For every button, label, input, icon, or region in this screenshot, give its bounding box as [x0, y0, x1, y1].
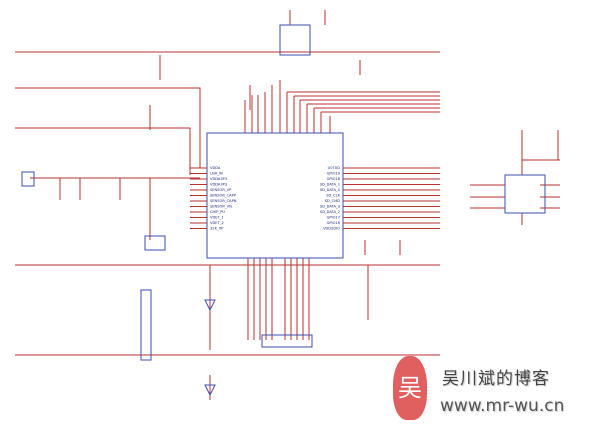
pin-label: SD_DATA_1 [320, 183, 340, 187]
pin-label: SENSOR_CAPP [210, 194, 237, 198]
right-pin-labels: U0TXD GPIO19GPIO18SD_DATA_1SD_DATA_0SD_CL… [320, 166, 440, 231]
pin-label: VDET_1 [210, 216, 224, 220]
pin-label: U0TXD [328, 166, 341, 170]
pin-label: SENSOR_CAPN [210, 199, 237, 203]
components [21, 24, 546, 397]
flash-chip-u2 [504, 174, 546, 214]
pin-label: VDET_2 [210, 221, 224, 225]
pin-label: SD_DATA_3 [320, 205, 340, 209]
pin-label: GPIO19 [327, 172, 341, 176]
pin-label: VDDA [210, 166, 221, 170]
pin-label: VDDA3P3 [210, 177, 227, 181]
pin-label: GPIO17 [327, 216, 340, 220]
pin-label: SD_CMD [325, 199, 340, 203]
connector [140, 289, 152, 361]
pin-label: CHIP_PU [210, 210, 225, 214]
pin-label: SENSOR_VN [210, 205, 232, 209]
watermark-url: www.mr-wu.cn [440, 396, 565, 416]
pin-label: VDDSDIO [323, 227, 340, 231]
cap-array-1 [144, 235, 166, 251]
left-pin-labels: VDDALNA_INVDDA3P3VDDA3P3SENSOR_VPSENSOR_… [190, 166, 237, 231]
pin-label: GPIO18 [327, 177, 341, 181]
cap-array-2 [261, 334, 313, 348]
wires [15, 10, 560, 400]
pin-label: 32K_XP [210, 227, 224, 231]
watermark-logo: 吴 [393, 356, 427, 420]
pin-label: SD_DATA_0 [320, 188, 341, 192]
pin-label: VDDA3P3 [210, 183, 227, 187]
watermark-title: 吴川斌的博客 [442, 369, 550, 389]
diodes [204, 299, 216, 397]
antenna [21, 171, 35, 187]
pin-label: SD_CLK [326, 194, 340, 198]
pin-label: GPIO16 [327, 221, 341, 225]
pin-label: SD_DATA_2 [320, 210, 340, 214]
pin-label: SENSOR_VP [210, 188, 232, 192]
crystal [279, 24, 311, 56]
pin-label: LNA_IN [210, 172, 223, 176]
